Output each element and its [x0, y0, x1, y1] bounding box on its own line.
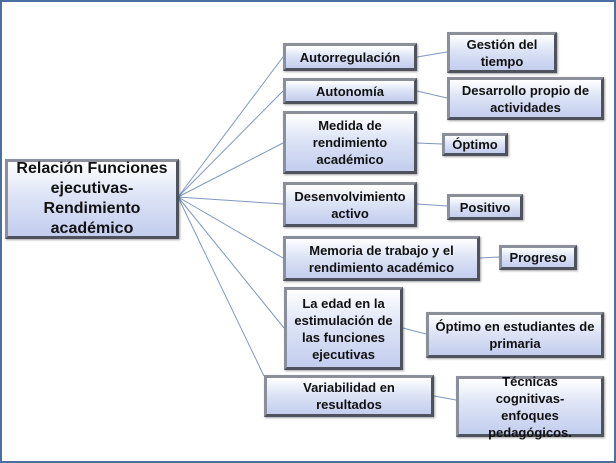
result-node-gestion: Gestión del tiempo	[447, 32, 557, 73]
connector-line	[402, 327, 427, 335]
branch-node-autorregulacion: Autorregulación	[283, 43, 417, 71]
branch-label: Medida de rendimiento académico	[312, 118, 388, 167]
connector-line	[177, 196, 284, 205]
connector-line	[416, 90, 448, 99]
branch-node-edad: La edad en la estimulación de las funcio…	[284, 287, 403, 370]
connector-line	[433, 395, 457, 401]
branch-label: Desenvolvimiento activo	[294, 188, 406, 221]
result-node-tecnicas: Técnicas cognitivas-enfoques pedagógicos…	[456, 374, 604, 440]
connector-line	[177, 56, 284, 198]
branch-label: Variabilidad en resultados	[303, 380, 395, 412]
branch-node-medida: Medida de rendimiento académico	[283, 111, 417, 174]
connector-line	[177, 196, 285, 329]
branch-label: Autonomía	[316, 83, 384, 99]
branch-node-variabilidad: Variabilidad en resultados	[264, 375, 434, 417]
connector-line	[177, 142, 284, 198]
branch-label: Autorregulación	[299, 49, 401, 65]
result-label: Desarrollo propio de actividades	[461, 82, 590, 115]
result-node-desarrollo: Desarrollo propio de actividades	[447, 77, 604, 120]
result-label: Óptimo	[452, 137, 498, 152]
result-label: Gestión del tiempo	[466, 36, 538, 69]
branch-label: Memoria de trabajo y el rendimiento acad…	[308, 242, 455, 275]
branch-node-memoria: Memoria de trabajo y el rendimiento acad…	[283, 236, 480, 281]
result-node-positivo: Positivo	[447, 194, 523, 220]
root-label: Relación Funciones ejecutivas-Rendimient…	[16, 160, 168, 237]
connector-line	[177, 196, 265, 377]
branch-node-autonomia: Autonomía	[283, 78, 417, 104]
branch-node-desenvolvimiento: Desenvolvimiento activo	[283, 182, 417, 227]
result-node-progreso: Progreso	[499, 245, 577, 270]
branch-label: La edad en la estimulación de las funcio…	[294, 295, 393, 362]
connector-line	[479, 256, 500, 259]
connector-line	[177, 90, 284, 198]
connector-line	[416, 51, 448, 58]
result-node-optimo: Óptimo	[442, 133, 508, 156]
connector-line	[177, 196, 284, 259]
result-label: Óptimo en estudiantes de primaria	[435, 319, 595, 351]
result-label: Técnicas cognitivas-enfoques pedagógicos…	[488, 373, 572, 440]
result-node-optimo-primaria: Óptimo en estudiantes de primaria	[426, 312, 604, 358]
connector-line	[416, 203, 448, 207]
result-label: Progreso	[509, 250, 567, 265]
connector-line	[416, 142, 443, 145]
root-node: Relación Funciones ejecutivas-Rendimient…	[5, 159, 179, 239]
result-label: Positivo	[459, 199, 511, 215]
